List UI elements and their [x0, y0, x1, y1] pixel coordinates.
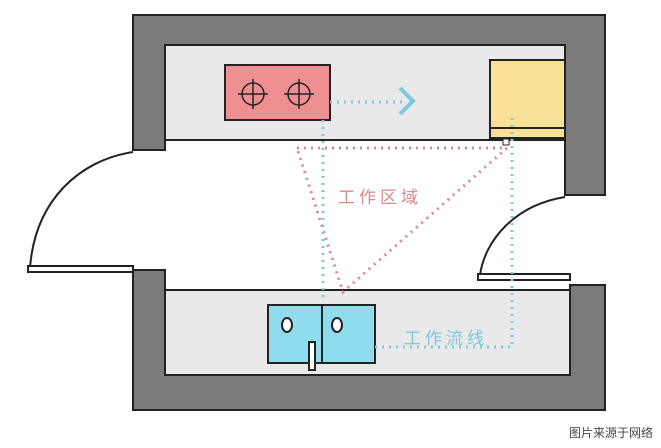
fridge — [489, 59, 566, 139]
doors — [27, 151, 571, 281]
work-flow-line — [321, 100, 514, 349]
work-zone-triangle — [294, 146, 511, 295]
burner-icons — [238, 79, 314, 109]
work-zone-label: 工作区域 — [338, 188, 422, 208]
arrow-icon — [398, 86, 416, 116]
stove — [224, 64, 331, 121]
work-flow-label: 工作流线 — [404, 329, 488, 349]
image-credit: 图片来源于网络 — [568, 426, 653, 440]
faucet — [308, 341, 316, 371]
